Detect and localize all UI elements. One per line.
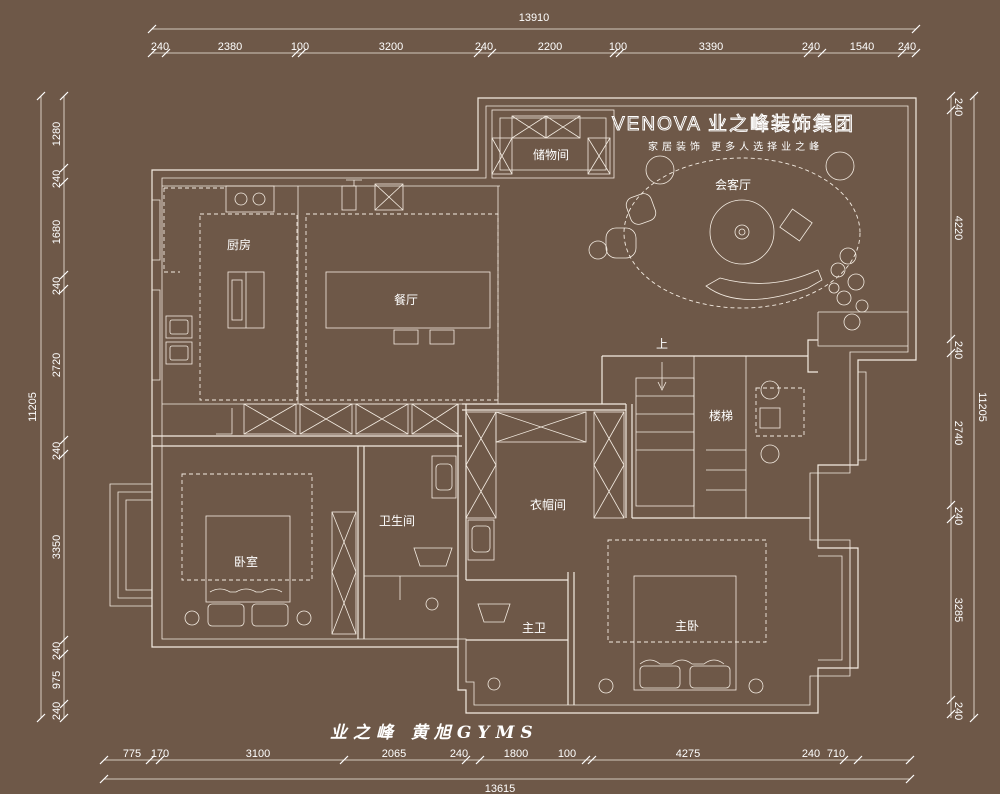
top-seg-7: 100	[609, 41, 627, 53]
room-up: 上	[656, 337, 668, 351]
plant-icon	[828, 247, 869, 331]
room-lounge: 会客厅	[715, 177, 751, 192]
right-seg-1: 240	[952, 98, 964, 116]
left-seg-10: 240	[51, 702, 63, 720]
top-seg-4: 3200	[379, 41, 403, 53]
bottom-ticks	[99, 755, 915, 765]
walls	[109, 97, 917, 714]
right-seg-2: 4220	[952, 216, 964, 240]
bottom-seg-7: 100	[558, 748, 576, 760]
furniture	[163, 115, 869, 694]
right-seg-5: 240	[952, 507, 964, 525]
bottom-seg-5: 240	[450, 748, 468, 760]
right-total: 11205	[976, 392, 988, 422]
watermark-slogan: 家居装饰 更多人选择业之峰	[648, 140, 823, 153]
left-total: 11205	[27, 392, 39, 422]
left-seg-8: 240	[51, 642, 63, 660]
right-seg-6: 3285	[952, 598, 964, 622]
right-seg-4: 2740	[952, 421, 964, 445]
right-seg-7: 240	[952, 702, 964, 720]
room-master-bedroom: 主卧	[675, 619, 699, 633]
bottom-seg-4: 2065	[382, 748, 406, 760]
top-seg-9: 240	[802, 41, 820, 53]
top-seg-3: 100	[291, 41, 309, 53]
room-labels: 储物间 会客厅 厨房 餐厅 上 楼梯 卫生间 衣帽间 卧室 主卫 主卧	[227, 147, 751, 635]
drawing-caption: 业之峰 黄旭GYMS	[330, 723, 539, 743]
room-dining: 餐厅	[394, 292, 418, 307]
top-ticks	[147, 48, 921, 58]
top-seg-10: 1540	[850, 41, 874, 53]
top-seg-6: 2200	[538, 41, 562, 53]
left-seg-4: 240	[51, 277, 63, 295]
left-ticks	[59, 91, 69, 723]
bottom-seg-9: 240	[802, 748, 820, 760]
watermark: VENOVA 业之峰装饰集团 家居装饰 更多人选择业之峰	[612, 113, 855, 154]
bottom-seg-3: 3100	[246, 748, 270, 760]
top-seg-8: 3390	[699, 41, 723, 53]
left-seg-2: 240	[51, 170, 63, 188]
room-bedroom: 卧室	[234, 554, 258, 569]
right-ticks	[946, 91, 956, 719]
bottom-seg-8: 4275	[676, 748, 700, 760]
left-seg-9: 975	[51, 671, 63, 689]
left-seg-5: 2720	[51, 353, 63, 377]
room-storage: 储物间	[533, 147, 569, 162]
room-stairs: 楼梯	[709, 408, 733, 423]
dimension-labels: 13910 240 2380 100 3200 240 2200 100 339…	[27, 12, 988, 794]
top-seg-2: 2380	[218, 41, 242, 53]
watermark-brand: VENOVA 业之峰装饰集团	[612, 113, 855, 135]
left-seg-6: 240	[51, 442, 63, 460]
top-seg-5: 240	[475, 41, 493, 53]
room-bathroom: 卫生间	[379, 514, 415, 528]
bottom-total: 13615	[485, 783, 516, 794]
bottom-seg-2: 170	[151, 748, 169, 760]
dimension-lines	[36, 24, 979, 784]
left-seg-3: 1680	[51, 220, 63, 244]
bottom-seg-10: 710	[827, 748, 845, 760]
room-kitchen: 厨房	[227, 237, 251, 252]
left-seg-1: 1280	[51, 122, 63, 146]
left-seg-7: 3350	[51, 535, 63, 559]
top-total: 13910	[519, 12, 550, 24]
right-seg-3: 240	[952, 341, 964, 359]
top-seg-11: 240	[898, 41, 916, 53]
room-closet: 衣帽间	[530, 497, 566, 512]
top-seg-1: 240	[151, 41, 169, 53]
bottom-seg-6: 1800	[504, 748, 528, 760]
bottom-seg-1: 775	[123, 748, 141, 760]
room-master-bath: 主卫	[522, 621, 546, 635]
